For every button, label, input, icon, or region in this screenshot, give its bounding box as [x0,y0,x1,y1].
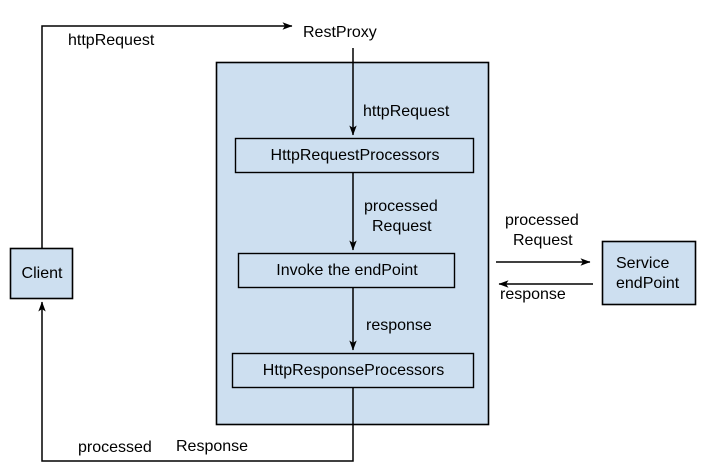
edge-label-proxy-to-client-part1: processed [78,439,152,456]
invoke-endpoint-shape [237,252,456,289]
edge-label-client-to-proxy: httpRequest [68,32,155,49]
service-endpoint-label[interactable]: Service endPoint [603,242,696,305]
invoke-endpoint-label[interactable]: Invoke the endPoint [276,262,418,279]
edge-label-service-to-invoke: response [500,286,566,303]
http-request-processors-label[interactable]: HttpRequestProcessors [270,147,440,164]
http-response-processors-label[interactable]: HttpResponseProcessors [262,362,445,379]
service-endpoint-label-line1: Service [616,254,670,272]
edge-restproxy-to-client [38,301,354,462]
edge-label-proxy-to-client-part2: Response [176,438,249,455]
edge-client-to-restproxy [41,22,293,248]
edge-label-proxy-to-request-processors: httpRequest [363,103,450,120]
http-response-processors-shape [231,352,475,389]
rest-proxy-title: RestProxy [303,24,377,41]
service-endpoint-shape [601,240,697,306]
edge-label-invoke-to-service-line2: Request [513,232,573,249]
service-endpoint-label-line2: endPoint [616,274,680,292]
client-shape [9,247,74,300]
edge-label-invoke-to-service-line1: processed [505,212,579,229]
client-label[interactable]: Client [21,265,63,282]
edge-label-invoke-to-response-processors: response [366,317,432,334]
edge-label-processed-request-line2: Request [372,218,432,235]
http-request-processors-shape [234,137,475,174]
edge-label-processed-request-line1: processed [364,198,438,215]
